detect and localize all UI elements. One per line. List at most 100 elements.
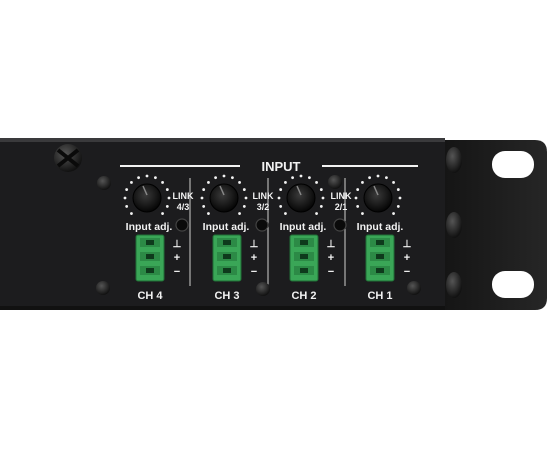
link-ratio-label: 4/3 <box>177 202 190 212</box>
channel-label: CH 2 <box>291 290 316 302</box>
knob-scale-tick <box>167 196 171 200</box>
ear-screw-icon <box>446 272 462 298</box>
knob-pointer <box>373 185 379 196</box>
knob-scale-tick <box>279 188 283 191</box>
knob-scale-tick <box>238 181 241 184</box>
knob-scale-tick <box>165 205 169 208</box>
knob-pointer <box>219 185 225 196</box>
knob-scale-tick <box>154 176 157 180</box>
knob-scale-tick <box>279 205 283 208</box>
knob-pointer <box>142 185 148 196</box>
channel-strip: Input adj.CH 2⊥+− <box>277 174 336 302</box>
knob-label: Input adj. <box>203 221 250 233</box>
link-label: LINK <box>173 191 194 201</box>
knob-scale-tick <box>354 196 358 200</box>
plus-symbol: + <box>251 252 257 264</box>
input-adj-knob[interactable] <box>209 183 239 213</box>
input-adj-knob[interactable] <box>286 183 316 213</box>
ear-screw-icon <box>446 147 462 173</box>
knob-scale-tick <box>315 212 318 215</box>
knob-scale-tick <box>222 174 226 178</box>
knob-scale-tick <box>319 188 323 191</box>
channel-strip: Input adj.CH 1⊥+− <box>354 174 412 302</box>
terminal-pin <box>146 254 154 259</box>
ear-mount-hole-bottom <box>492 271 534 298</box>
panel-screw-icon <box>256 282 270 296</box>
terminal-pin <box>223 254 231 259</box>
knob-scale-tick <box>202 188 206 191</box>
channel-label: CH 3 <box>214 290 239 302</box>
terminal-pin <box>300 268 308 273</box>
link-label: LINK <box>253 191 274 201</box>
knob-scale-tick <box>356 205 360 208</box>
knob-scale-tick <box>200 196 204 200</box>
knob-scale-tick <box>299 174 303 178</box>
knob-scale-tick <box>356 188 360 191</box>
knob-scale-tick <box>238 212 241 215</box>
input-adj-knob[interactable] <box>132 183 162 213</box>
terminal-pin <box>300 254 308 259</box>
knob-label: Input adj. <box>280 221 327 233</box>
knob-scale-tick <box>398 196 402 200</box>
knob-scale-tick <box>291 176 294 180</box>
panel-top-edge <box>0 138 445 142</box>
knob-scale-tick <box>214 176 217 180</box>
channel-strip: Input adj.CH 4⊥+− <box>123 174 182 302</box>
knob-scale-tick <box>161 181 164 184</box>
knob-scale-tick <box>145 174 149 178</box>
panel-screw-icon <box>407 281 421 295</box>
terminal-pin <box>223 240 231 245</box>
link-button[interactable] <box>255 218 269 232</box>
knob-scale-tick <box>277 196 281 200</box>
link-label: LINK <box>331 191 352 201</box>
terminal-pin <box>223 268 231 273</box>
knob-scale-tick <box>284 212 287 215</box>
channel-label: CH 4 <box>137 290 163 302</box>
knob-scale-tick <box>361 212 364 215</box>
panel-screw-icon <box>328 175 342 189</box>
minus-symbol: − <box>404 266 410 278</box>
minus-symbol: − <box>251 266 257 278</box>
knob-scale-tick <box>130 212 133 215</box>
channel-label: CH 1 <box>367 290 392 302</box>
knob-scale-tick <box>376 174 380 178</box>
section-title: INPUT <box>262 159 301 174</box>
panel-bottom-edge <box>0 306 445 310</box>
knob-scale-tick <box>244 196 248 200</box>
knob-scale-tick <box>125 188 129 191</box>
knob-scale-tick <box>231 176 234 180</box>
link-ratio-label: 3/2 <box>257 202 270 212</box>
knob-scale-tick <box>165 188 169 191</box>
link-button[interactable] <box>333 218 347 232</box>
plus-symbol: + <box>174 252 180 264</box>
channel-strip: Input adj.CH 3⊥+− <box>200 174 259 302</box>
panel-screw-icon <box>96 281 110 295</box>
ear-mount-hole-top <box>492 151 534 178</box>
knob-scale-tick <box>315 181 318 184</box>
knob-scale-tick <box>392 181 395 184</box>
terminal-pin <box>376 254 384 259</box>
knob-scale-tick <box>392 212 395 215</box>
knob-scale-tick <box>242 205 246 208</box>
minus-symbol: − <box>328 266 334 278</box>
terminal-pin <box>300 240 308 245</box>
knob-scale-tick <box>207 212 210 215</box>
knob-scale-tick <box>161 212 164 215</box>
knob-scale-tick <box>125 205 129 208</box>
link-button[interactable] <box>175 218 189 232</box>
ground-symbol: ⊥ <box>327 239 336 250</box>
knob-scale-tick <box>396 205 400 208</box>
minus-symbol: − <box>174 266 180 278</box>
plus-symbol: + <box>404 252 410 264</box>
knob-scale-tick <box>137 176 140 180</box>
knob-label: Input adj. <box>126 221 173 233</box>
input-adj-knob[interactable] <box>363 183 393 213</box>
knob-scale-tick <box>361 181 364 184</box>
link-ratio-label: 2/1 <box>335 202 348 212</box>
knob-label: Input adj. <box>357 221 404 233</box>
terminal-pin <box>376 268 384 273</box>
